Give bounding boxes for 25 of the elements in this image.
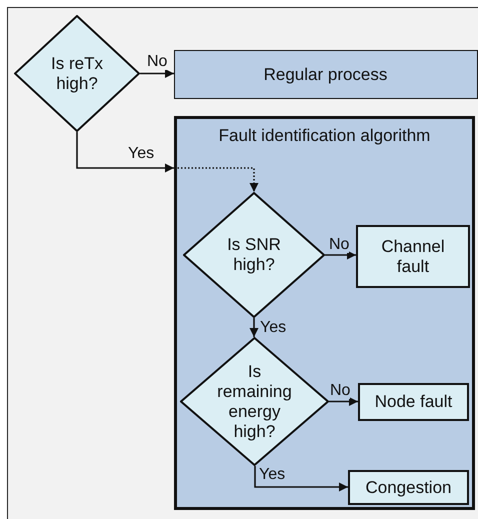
node-label: Is SNR high?: [226, 235, 282, 275]
group-container: [174, 116, 475, 510]
edge-label: No: [330, 382, 350, 399]
arrow: [140, 69, 174, 78]
node-label: Is reTx high?: [50, 54, 104, 94]
edge-label: No: [147, 53, 168, 70]
edge-label: No: [329, 236, 350, 253]
arrow: [76, 132, 174, 172]
process-box: [358, 383, 469, 421]
process-box: [356, 225, 470, 288]
node-label: Node fault: [374, 392, 454, 412]
arrow: [329, 397, 358, 406]
arrow: [325, 250, 356, 260]
arrow: [250, 318, 258, 337]
process-box: [348, 470, 469, 505]
group-heading: Fault identification algorithm: [218, 126, 432, 146]
process-box: [174, 50, 478, 99]
decision-diamond: [183, 192, 325, 318]
node-label: Is remaining energy high?: [216, 362, 293, 442]
arrow: [254, 466, 348, 492]
node-label: Channel fault: [380, 236, 446, 276]
node-label: Regular process: [262, 64, 388, 84]
decision-diamond: [180, 337, 329, 466]
decision-diamond: [14, 15, 140, 132]
node-label: Congestion: [364, 478, 452, 498]
